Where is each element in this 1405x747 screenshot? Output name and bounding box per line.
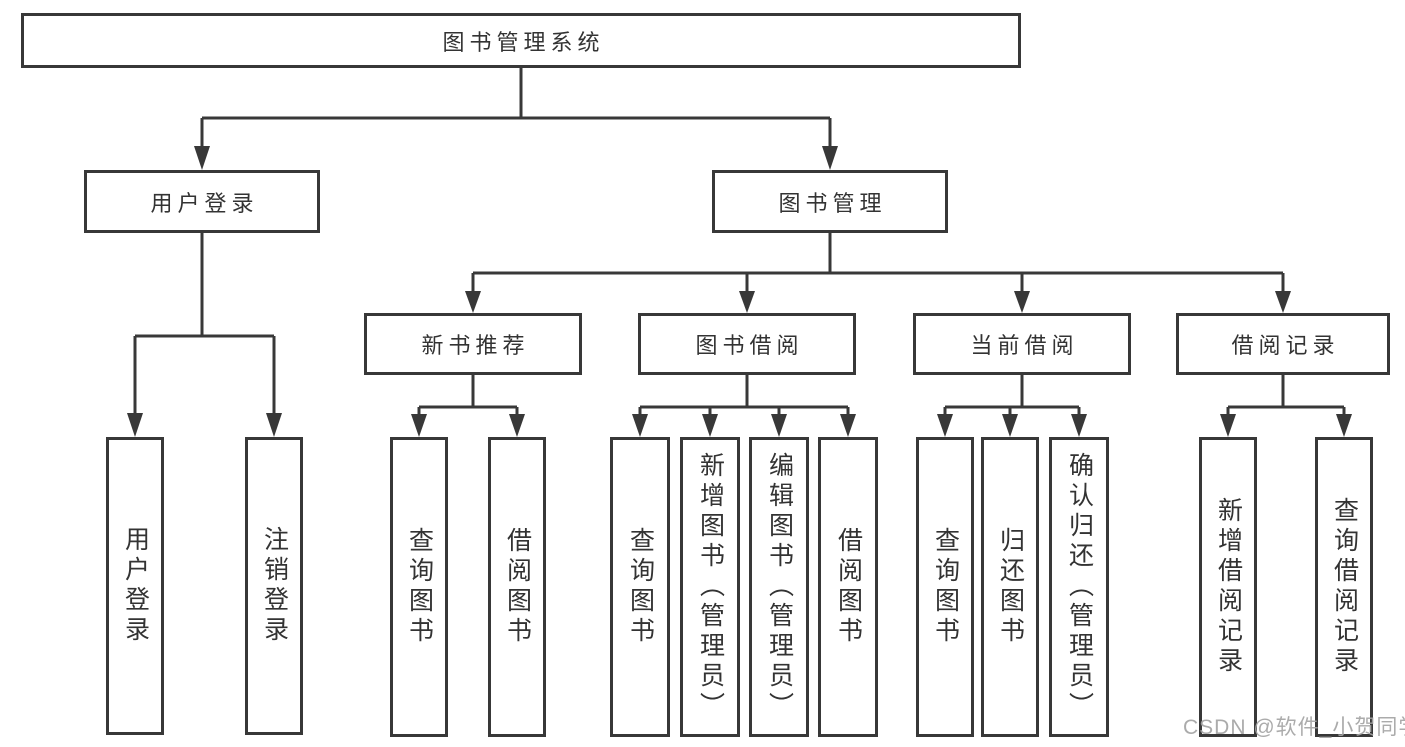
arrow-icon [1220, 414, 1236, 437]
node-label: 查询图书 [626, 527, 655, 647]
node-label: 新增借阅记录 [1214, 497, 1243, 677]
node-label: 借阅图书 [834, 527, 863, 647]
arrow-icon [822, 146, 838, 170]
arrow-icon [632, 414, 648, 437]
node-root: 图书管理系统 [21, 13, 1021, 68]
arrow-icon [266, 413, 282, 437]
node-label: 注销登录 [260, 526, 289, 646]
node-label: 新书推荐 [421, 333, 530, 358]
arrow-icon [771, 414, 787, 437]
connector-new-book-children [417, 375, 519, 416]
node-leaf-borrow-book-2: 借阅图书 [818, 437, 878, 737]
node-book-borrow: 图书借阅 [638, 313, 856, 375]
node-label: 借阅记录 [1231, 333, 1340, 358]
node-label: 确认归还（管理员） [1065, 452, 1094, 722]
node-label: 借阅图书 [503, 527, 532, 647]
arrow-icon [1002, 414, 1018, 437]
node-label: 查询借阅记录 [1330, 497, 1359, 677]
node-label: 图书借阅 [695, 333, 804, 358]
connector-user-login-children [133, 233, 276, 416]
node-label: 用户登录 [121, 526, 150, 646]
watermark: CSDN @软件_小贺同学 [1183, 716, 1405, 739]
node-label: 编辑图书（管理员） [765, 452, 794, 722]
arrow-icon [840, 414, 856, 437]
arrow-icon [1014, 291, 1030, 313]
arrow-icon [1336, 414, 1352, 437]
node-leaf-edit-book-admin: 编辑图书（管理员） [749, 437, 809, 737]
arrow-icon [411, 414, 427, 437]
connector-borrow-record-children [1226, 375, 1346, 416]
node-leaf-return-book: 归还图书 [981, 437, 1039, 737]
node-leaf-query-book-3: 查询图书 [916, 437, 974, 737]
arrow-icon [1071, 414, 1087, 437]
node-leaf-add-book-admin: 新增图书（管理员） [680, 437, 740, 737]
arrow-icon [509, 414, 525, 437]
node-leaf-add-borrow-record: 新增借阅记录 [1199, 437, 1257, 737]
connector-book-management-to-level3 [471, 233, 1285, 294]
node-user-login: 用户登录 [84, 170, 320, 233]
node-label: 查询图书 [931, 527, 960, 647]
node-new-book-recommend: 新书推荐 [364, 313, 582, 375]
node-leaf-confirm-return-admin: 确认归还（管理员） [1049, 437, 1109, 737]
node-label: 归还图书 [996, 527, 1025, 647]
node-label: 新增图书（管理员） [696, 452, 725, 722]
connector-current-borrow-children [943, 375, 1081, 416]
arrow-icon [1275, 291, 1291, 313]
node-leaf-borrow-book-1: 借阅图书 [488, 437, 546, 737]
arrow-icon [127, 413, 143, 437]
connector-book-borrow-children [638, 375, 850, 416]
arrow-icon [739, 291, 755, 313]
node-book-management: 图书管理 [712, 170, 948, 233]
node-label: 图书管理系统 [442, 29, 605, 55]
node-label: 用户登录 [150, 190, 259, 216]
node-borrow-record: 借阅记录 [1176, 313, 1390, 375]
node-label: 当前借阅 [970, 333, 1079, 358]
node-label: 查询图书 [405, 527, 434, 647]
arrowheads [127, 146, 1352, 437]
node-leaf-query-book-1: 查询图书 [390, 437, 448, 737]
node-leaf-user-login: 用户登录 [106, 437, 164, 735]
node-label: 图书管理 [778, 190, 887, 216]
node-leaf-query-borrow-record: 查询借阅记录 [1315, 437, 1373, 737]
node-leaf-logout: 注销登录 [245, 437, 303, 735]
arrow-icon [702, 414, 718, 437]
connector-root-to-level2 [200, 68, 832, 150]
arrow-icon [937, 414, 953, 437]
node-leaf-query-book-2: 查询图书 [610, 437, 670, 737]
arrow-icon [465, 291, 481, 313]
node-current-borrow: 当前借阅 [913, 313, 1131, 375]
arrow-icon [194, 146, 210, 170]
